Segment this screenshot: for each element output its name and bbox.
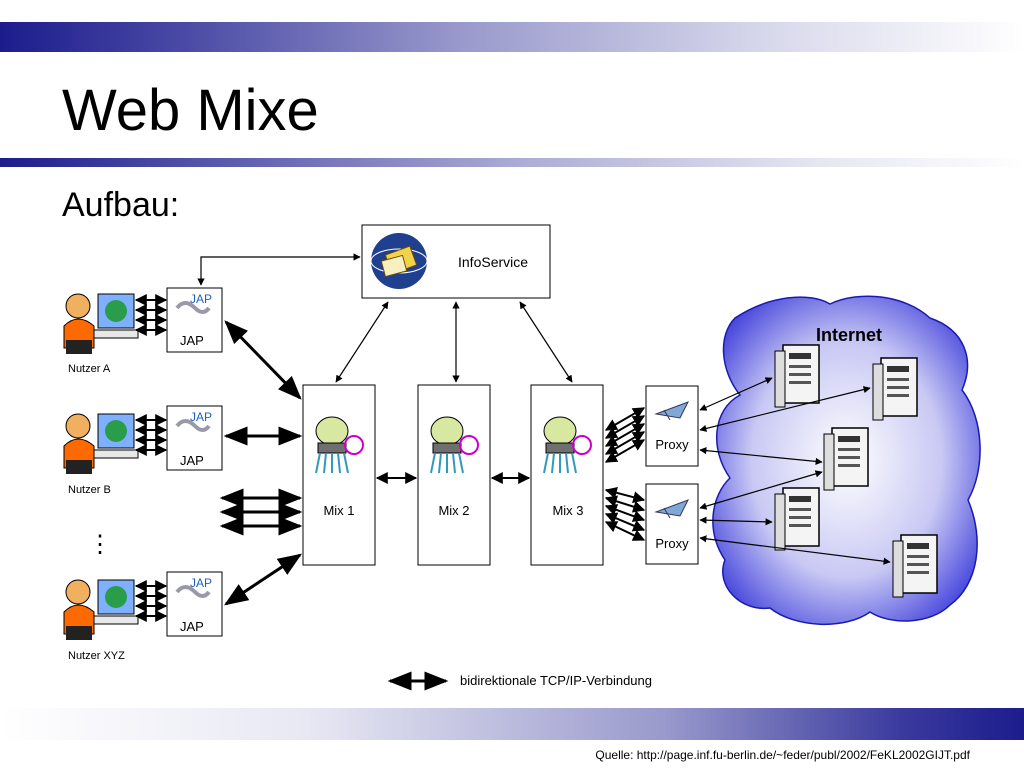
jap-box: [166, 405, 223, 471]
mix3-proxy-connections: [604, 407, 646, 541]
legend: bidirektionale TCP/IP-Verbindung: [387, 671, 652, 691]
server-icon: [823, 427, 869, 491]
jap-logo-label: JAP: [190, 410, 212, 424]
jap-label: JAP: [180, 453, 204, 468]
user-b: Nutzer B JAP JAP: [63, 405, 223, 496]
jap-mix1-connections: [219, 320, 303, 606]
mix-label: Mix 2: [438, 503, 469, 518]
user-workstation-icon: [63, 413, 139, 474]
mix-box-1: Mix 1: [302, 384, 376, 566]
server-icon: [872, 357, 918, 421]
proxy-box-2: Proxy: [645, 483, 699, 565]
user-label: Nutzer XYZ: [68, 650, 125, 662]
mix-label: Mix 1: [323, 503, 354, 518]
jap-box: [166, 287, 223, 353]
proxy-plane-icon: [654, 499, 690, 519]
jap-logo-label: JAP: [190, 292, 212, 306]
mix-box-2: Mix 2: [417, 384, 491, 566]
proxy-box-1: Proxy: [645, 385, 699, 467]
jap-label: JAP: [180, 619, 204, 634]
proxy-server-connections: [699, 377, 891, 565]
user-workstation-icon: [63, 293, 139, 354]
slide-title: Web Mixe: [62, 78, 319, 143]
proxy-plane-icon: [654, 401, 690, 421]
slide-subtitle: Aufbau:: [62, 186, 180, 224]
source-citation: Quelle: http://page.inf.fu-berlin.de/~fe…: [595, 748, 970, 762]
user-label: Nutzer A: [68, 363, 111, 375]
mix-label: Mix 3: [552, 503, 583, 518]
footer-bar: [0, 708, 1024, 740]
user-a: Nutzer A JAP JAP: [63, 287, 223, 375]
proxy-label: Proxy: [655, 536, 689, 551]
user-label: Nutzer B: [68, 484, 111, 496]
server-icon: [892, 534, 938, 598]
mix-robot-icon: [543, 416, 592, 474]
mix-robot-icon: [430, 416, 479, 474]
header-bar-divider: [0, 158, 1024, 167]
more-users-ellipsis: ⋮: [88, 531, 112, 558]
server-icon: [774, 344, 820, 408]
mix-box-3: Mix 3: [530, 384, 604, 566]
legend-label: bidirektionale TCP/IP-Verbindung: [460, 673, 652, 688]
jap-box: [166, 571, 223, 637]
mix-robot-icon: [315, 416, 364, 474]
server-icon: [774, 487, 820, 551]
infoservice-box: [361, 224, 551, 299]
architecture-diagram: Internet InfoService: [63, 224, 981, 691]
header-bar-top: [0, 22, 1024, 52]
proxy-label: Proxy: [655, 437, 689, 452]
jap-label: JAP: [180, 333, 204, 348]
user-xyz: Nutzer XYZ JAP JAP: [63, 571, 223, 662]
user-workstation-icon: [63, 579, 139, 640]
jap-logo-label: JAP: [190, 576, 212, 590]
infoservice-label: InfoService: [458, 254, 528, 270]
internet-label: Internet: [816, 325, 882, 345]
